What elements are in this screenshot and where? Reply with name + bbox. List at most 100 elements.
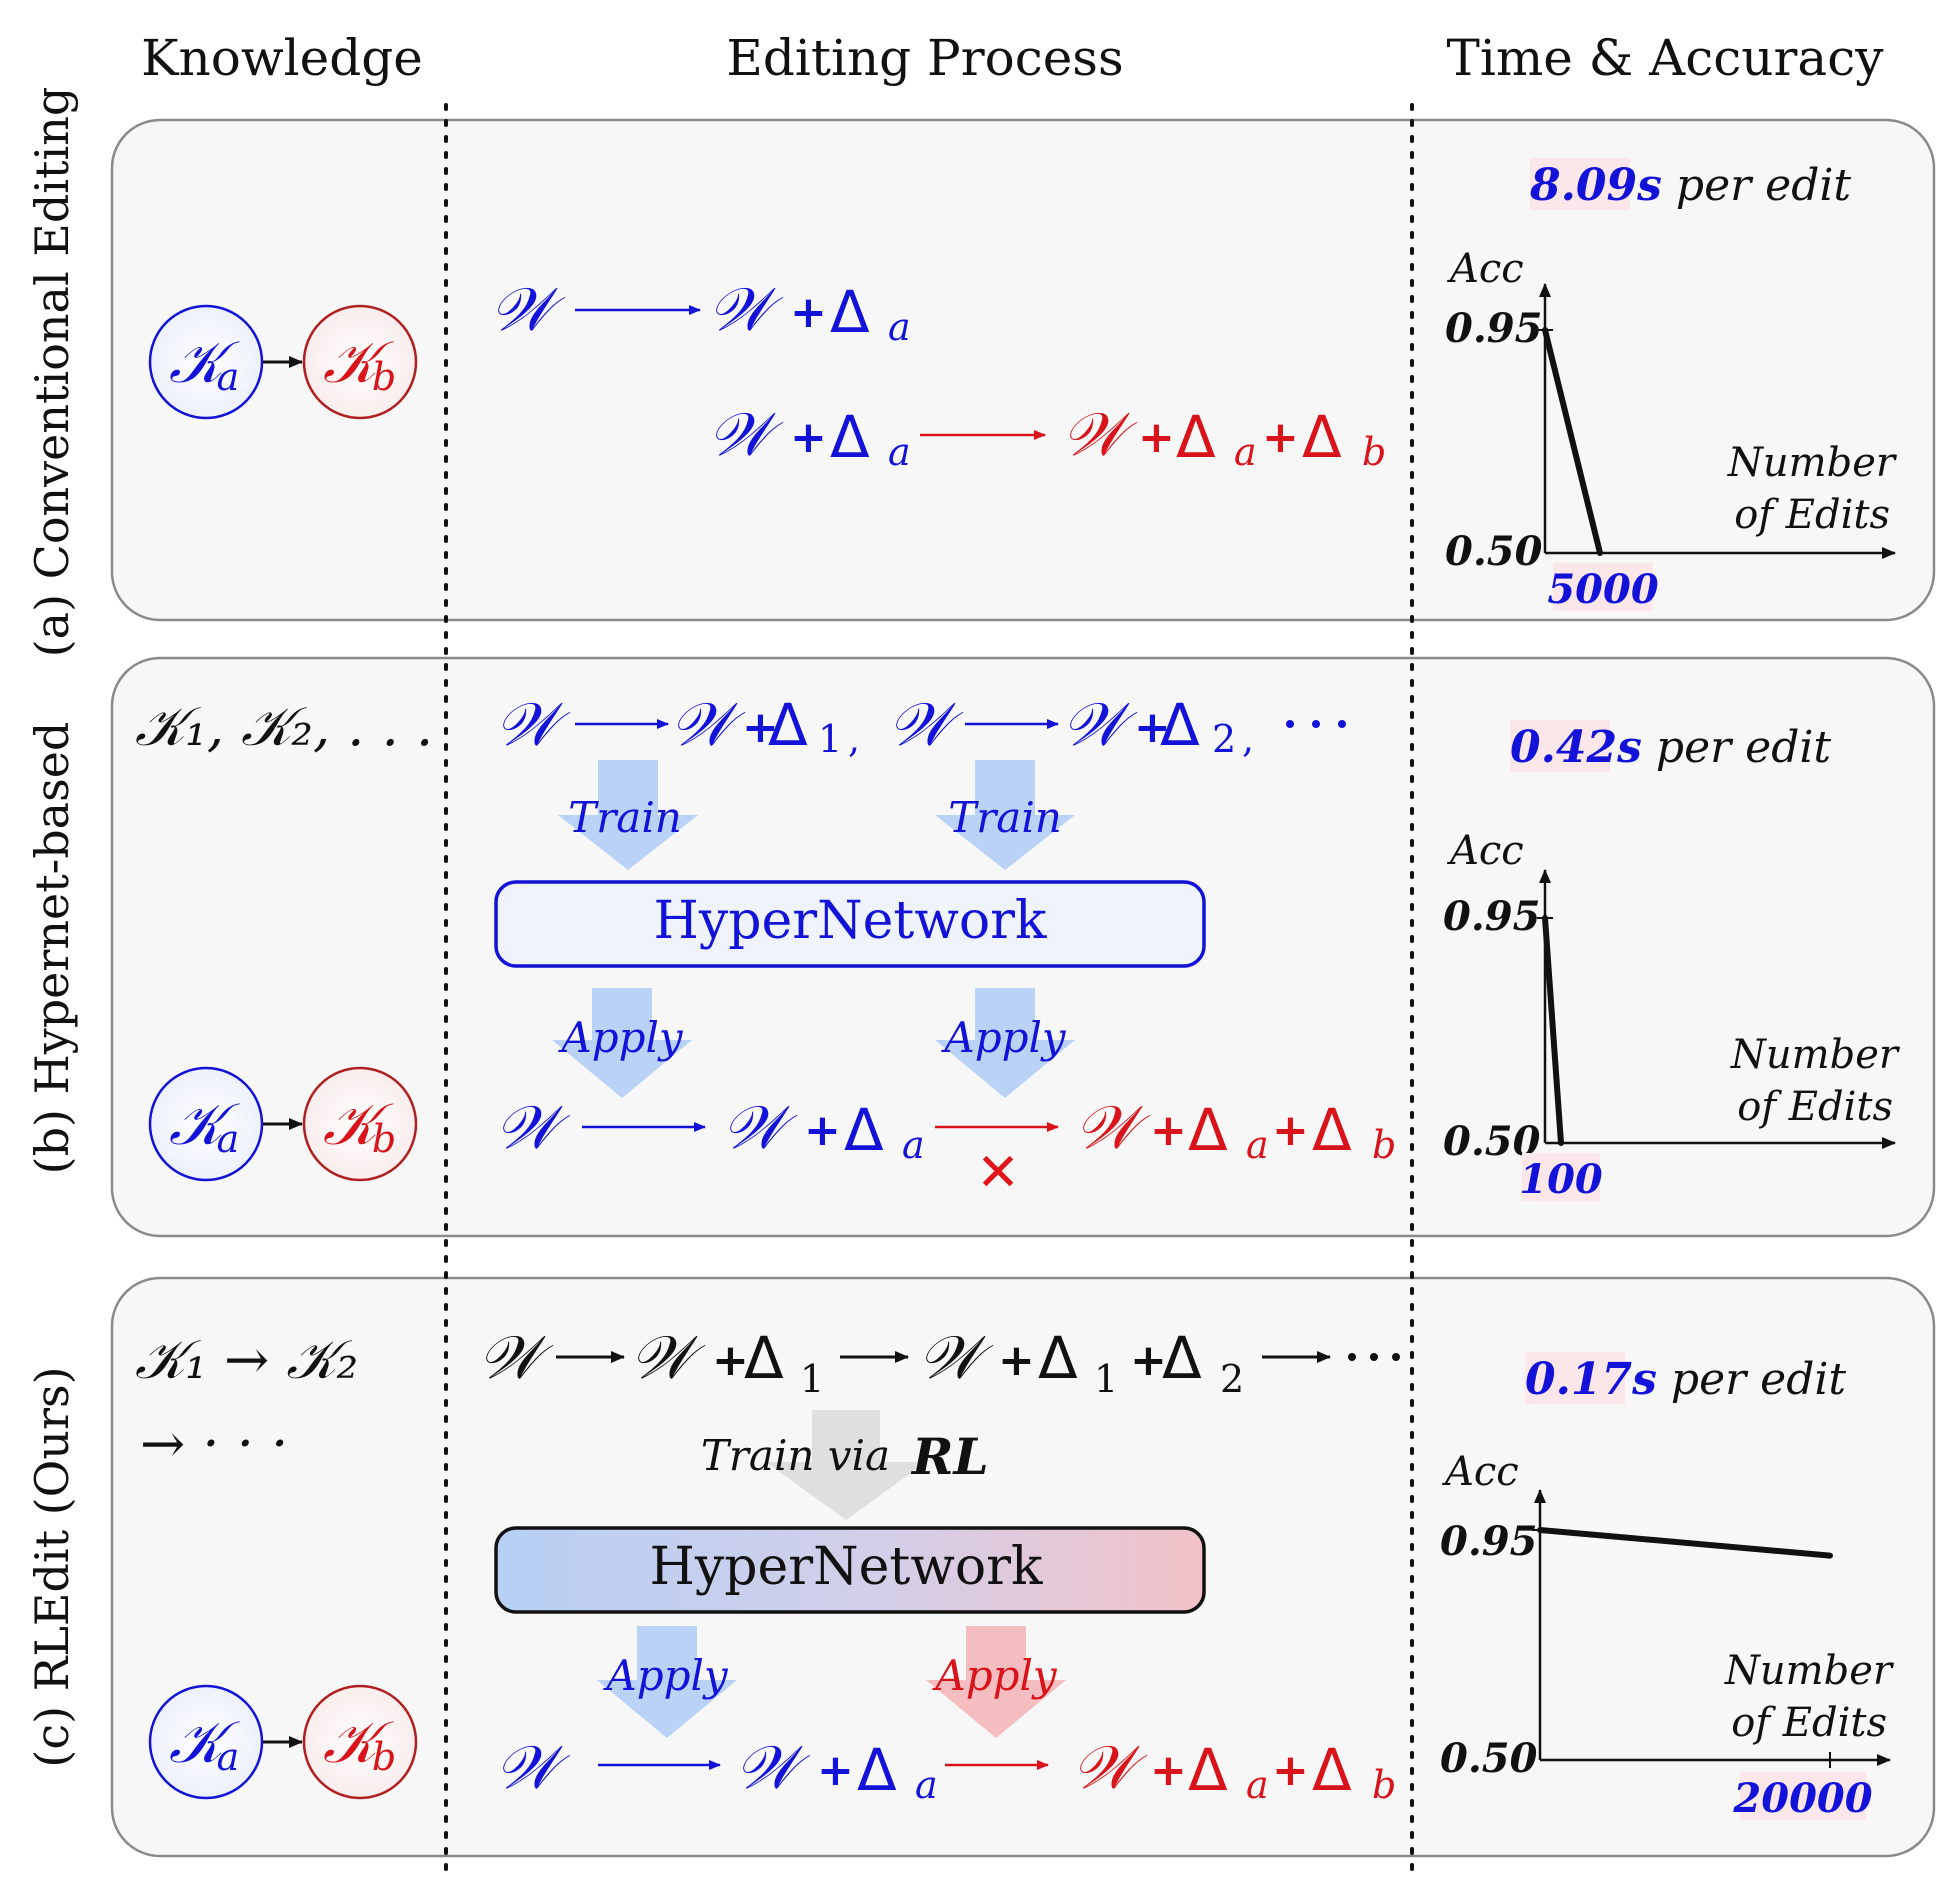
plus-symbol: + (790, 412, 827, 463)
x-axis-label-1: Number (1730, 1032, 1901, 1078)
delta-symbol: Δ (1162, 1324, 1202, 1392)
delta-symbol: Δ (1038, 1324, 1078, 1392)
chart-a: Acc 0.95 0.50 Number of Edits 5000 (1445, 246, 1898, 613)
x-tick-value: 5000 (1547, 566, 1658, 613)
time-highlight (1530, 158, 1630, 210)
train-via-label: Train via (701, 1431, 890, 1480)
delta-sub-a: a (915, 1763, 938, 1807)
time-text: 0.17s per edit (1525, 1354, 1846, 1405)
delta-symbol: Δ (830, 403, 870, 471)
plus-symbol: + (804, 1105, 841, 1156)
plus-symbol: + (1138, 412, 1175, 463)
y-tick-095: 0.95 (1443, 893, 1540, 940)
knowledge-b-sub: b (372, 355, 396, 399)
knowledge-a-sub: a (217, 1735, 240, 1779)
side-label-c: (c) RLEdit (Ours) (25, 1366, 79, 1767)
knowledge-a-circle (148, 1684, 264, 1800)
x-tick-value: 20000 (1732, 1775, 1872, 1822)
train-label-2: Train (948, 793, 1062, 842)
train-via-rl-arrow (766, 1410, 926, 1520)
x-tick-value: 100 (1519, 1156, 1603, 1203)
delta-sub-a: a (888, 430, 911, 474)
delta-symbol: Δ (857, 1736, 897, 1804)
side-label-b: (b) Hypernet-based (25, 722, 79, 1175)
train-arrow-2 (935, 760, 1075, 870)
y-tick-050: 0.50 (1445, 528, 1543, 575)
time-highlight (1525, 1352, 1625, 1404)
y-axis-label: Acc (1446, 246, 1524, 292)
hypernetwork-label-c: HyperNetwork (650, 1537, 1043, 1597)
ellipsis-dot (1312, 720, 1320, 728)
y-tick-095: 0.95 (1445, 305, 1542, 352)
y-axis-label: Acc (1441, 1449, 1519, 1495)
knowledge-pair-c: 𝒦 a 𝒦 b (148, 1684, 418, 1800)
plus-symbol: + (1130, 1335, 1167, 1386)
ellipsis-dot (1286, 720, 1294, 728)
x-tick-highlight (1553, 563, 1653, 611)
knowledge-b-sub: b (372, 1735, 396, 1779)
knowledge-a-circle (148, 304, 264, 420)
accuracy-line (1542, 915, 1564, 1146)
plus-symbol: + (1272, 1745, 1309, 1796)
x-tick-highlight (1522, 1153, 1600, 1201)
comma: , (848, 717, 860, 761)
accuracy-line (1542, 327, 1603, 556)
ellipsis-dot (1348, 1353, 1356, 1361)
apply-label-red: Apply (931, 1651, 1058, 1700)
apply-arrow-red (926, 1626, 1066, 1738)
x-axis-label-1: Number (1724, 1648, 1895, 1694)
header-knowledge: Knowledge (141, 29, 423, 87)
knowledge-b-sub: b (372, 1117, 396, 1161)
header-time-accuracy: Time & Accuracy (1447, 29, 1885, 87)
y-tick-050: 0.50 (1440, 1735, 1538, 1782)
header-editing-process: Editing Process (726, 29, 1123, 87)
rl-label: RL (910, 1427, 989, 1486)
knowledge-b-circle (302, 1684, 418, 1800)
y-axis-label: Acc (1446, 828, 1524, 874)
hypernetwork-label-b: HyperNetwork (654, 891, 1047, 951)
time-text: 8.09s per edit (1529, 160, 1851, 211)
time-highlight (1510, 720, 1610, 772)
delta-symbol: Δ (1188, 1736, 1228, 1804)
knowledge-pair-a: 𝒦 a 𝒦 b (148, 304, 418, 420)
delta-sub-a: a (902, 1123, 925, 1167)
comma: , (1242, 717, 1254, 761)
knowledge-pair-b: 𝒦 a 𝒦 b (148, 1066, 418, 1182)
panel-c-bottom-row: 𝒲 𝒲 + Δ a 𝒲 + Δ a + Δ b (495, 1733, 1396, 1807)
delta-sub-a: a (888, 305, 911, 349)
knowledge-a-circle (148, 1066, 264, 1182)
plus-symbol: + (712, 1335, 749, 1386)
delta-symbol: Δ (1302, 403, 1342, 471)
x-axis-label-1: Number (1727, 440, 1898, 486)
delta-symbol: Δ (768, 691, 808, 759)
plus-symbol: + (1150, 1105, 1187, 1156)
apply-label-blue: Apply (602, 1651, 729, 1700)
delta-symbol: Δ (1176, 403, 1216, 471)
panel-b-top-row: 𝒲 𝒲 + Δ 1 , 𝒲 𝒲 + Δ 2 , (495, 690, 1346, 761)
plus-symbol: + (998, 1335, 1035, 1386)
chart-b: Acc 0.95 0.50 Number of Edits 100 (1443, 828, 1901, 1203)
delta-sub-b: b (1372, 1123, 1396, 1167)
delta-sub-b: b (1372, 1763, 1396, 1807)
time-text: 0.42s per edit (1510, 722, 1831, 773)
knowledge-b-circle (302, 1066, 418, 1182)
time-b: 0.42s per edit (1510, 720, 1831, 773)
knowledge-sequence-c-2: → · · · (140, 1412, 288, 1475)
side-label-a: (a) Conventional Editing (25, 87, 79, 658)
y-tick-095: 0.95 (1440, 1518, 1537, 1565)
knowledge-sequence-c-1: 𝒦₁ → 𝒦₂ (135, 1328, 358, 1391)
train-arrow-1 (558, 760, 698, 870)
delta-sub-1: 1 (800, 1357, 824, 1401)
delta-symbol: Δ (1160, 691, 1200, 759)
apply-label-2: Apply (940, 1013, 1067, 1062)
plus-symbol: + (817, 1745, 854, 1796)
ellipsis-dot (1338, 720, 1346, 728)
x-axis-label-2: of Edits (1737, 1084, 1893, 1130)
accuracy-line (1537, 1527, 1833, 1559)
delta-sub-a: a (1246, 1763, 1269, 1807)
plus-symbol: + (1272, 1105, 1309, 1156)
time-a: 8.09s per edit (1529, 158, 1851, 211)
hypernetwork-box-c (494, 1526, 1206, 1614)
delta-symbol: Δ (830, 278, 870, 346)
